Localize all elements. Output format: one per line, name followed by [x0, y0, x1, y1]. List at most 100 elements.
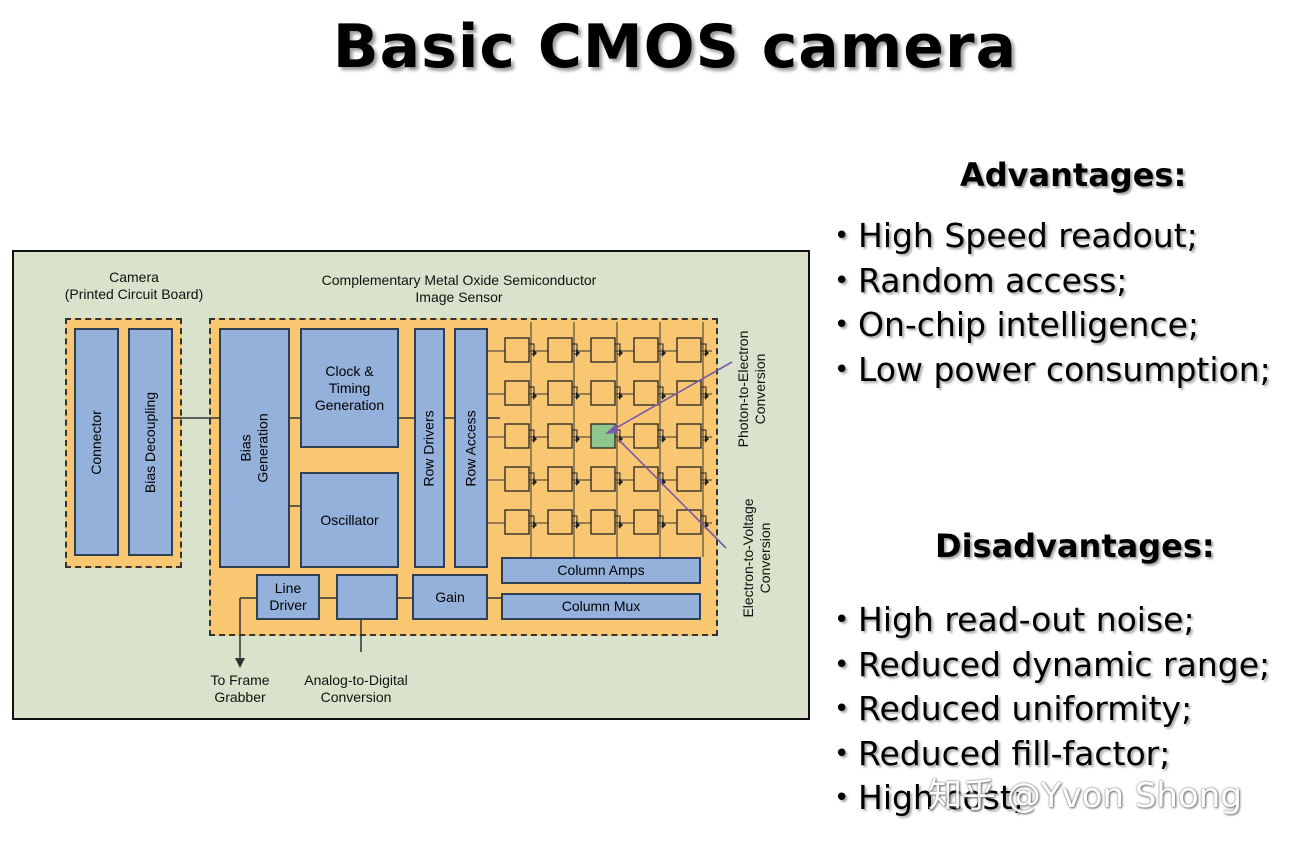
pixel-transistor-icon — [533, 392, 537, 400]
disadvantages-item: • Reduced dynamic range; — [834, 643, 1270, 688]
bullet-icon: • — [834, 310, 850, 340]
pixel — [633, 423, 659, 449]
pixel-amp-icon — [529, 472, 535, 484]
pixel-transistor-icon — [662, 435, 666, 443]
photon-arrow-head — [605, 424, 618, 434]
pixel-amp-icon — [615, 472, 621, 484]
sensor-label: Complementary Metal Oxide Semiconductor … — [321, 272, 597, 305]
pixel-transistor-icon — [533, 521, 537, 529]
pixel-transistor-icon — [533, 435, 537, 443]
disadvantages-item-text: Reduced dynamic range; — [858, 644, 1271, 684]
pixel-amp-icon — [572, 386, 578, 398]
adc-label: Analog-to-Digital Conversion — [304, 672, 408, 705]
advantages-item: •On-chip intelligence; — [834, 303, 1271, 348]
photon-to-electron-label: Photon-to-Electron Conversion — [735, 330, 768, 448]
pixel — [590, 466, 616, 492]
pixel — [504, 509, 530, 535]
pixel-transistor-icon — [576, 392, 580, 400]
pixel — [547, 466, 573, 492]
pixel-transistor-icon — [576, 349, 580, 357]
pixel — [504, 380, 530, 406]
electron-to-voltage-label: Electron-to-Voltage Conversion — [740, 498, 773, 618]
bias-generation-block: Bias Generation — [219, 328, 290, 568]
pixel-amp-icon — [701, 429, 707, 441]
pixel — [633, 380, 659, 406]
pixel-transistor-icon — [705, 349, 709, 357]
pixel — [547, 337, 573, 363]
pixel — [504, 337, 530, 363]
cmos-camera-diagram: Camera (Printed Circuit Board) Complemen… — [12, 250, 810, 720]
pixel — [547, 380, 573, 406]
page-title: Basic CMOS camera — [332, 12, 1018, 82]
bullet-icon: • — [834, 605, 850, 635]
pixel-transistor-icon — [619, 392, 623, 400]
bullet-icon: • — [834, 649, 850, 680]
pixel — [633, 466, 659, 492]
pixel-amp-icon — [615, 343, 621, 355]
adc-block — [336, 574, 398, 620]
pixel-transistor-icon — [576, 521, 580, 529]
pixel — [590, 337, 616, 363]
pixel-amp-icon — [658, 343, 664, 355]
pixel-transistor-icon — [705, 392, 709, 400]
pixel-amp-icon — [615, 515, 621, 527]
pixel-amp-icon — [658, 515, 664, 527]
advantages-list: • High Speed readout; •Random access;•On-c… — [834, 214, 1271, 392]
oscillator-block: Oscillator — [300, 472, 399, 568]
highlighted-pixel — [590, 423, 616, 449]
pixel-transistor-icon — [533, 478, 537, 486]
bullet-icon: • — [834, 783, 850, 813]
disadvantages-item: • Reduced uniformity; — [834, 687, 1270, 732]
pixel-amp-icon — [615, 386, 621, 398]
pixel — [676, 509, 702, 535]
pixel-transistor-icon — [662, 521, 666, 529]
photon-arrow-line — [608, 361, 733, 433]
camera-label: Camera (Printed Circuit Board) — [64, 269, 204, 302]
pixel — [633, 509, 659, 535]
pixel-amp-icon — [658, 386, 664, 398]
pixel — [504, 423, 530, 449]
disadvantages-item-text: Reduced uniformity; — [858, 689, 1193, 728]
disadvantages-item: • High cost; — [834, 776, 1270, 821]
connector-block: Connector — [74, 328, 119, 556]
pixel — [676, 466, 702, 492]
advantages-item-text: High Speed readout; — [858, 216, 1198, 255]
pixel — [504, 466, 530, 492]
disadvantages-item-text: High cost; — [858, 778, 1024, 817]
disadvantages-item: •Reduced fill-factor; — [834, 732, 1270, 777]
line-driver-block: Line Driver — [256, 574, 320, 620]
pixel — [676, 423, 702, 449]
watermark: 知乎 @Yvon Shong — [928, 776, 1242, 816]
bullet-icon: • — [834, 265, 850, 296]
advantages-item: •Low power consumption; — [834, 348, 1271, 393]
pixel-transistor-icon — [619, 521, 623, 529]
disadvantages-heading: Disadvantages: — [935, 527, 1215, 565]
pixel — [676, 380, 702, 406]
pixel-amp-icon — [572, 429, 578, 441]
pixel-amp-icon — [572, 515, 578, 527]
pixel-transistor-icon — [576, 435, 580, 443]
bias-decoupling-block: Bias Decoupling — [128, 328, 173, 556]
disadvantages-item-text: High read-out noise; — [858, 600, 1195, 639]
pixel-amp-icon — [572, 472, 578, 484]
advantages-item-text: Low power consumption; — [858, 349, 1271, 389]
disadvantages-item: • High read-out noise; — [834, 598, 1270, 643]
gain-block: Gain — [412, 574, 488, 620]
pixel-amp-icon — [529, 386, 535, 398]
pixel-amp-icon — [572, 343, 578, 355]
pixel-transistor-icon — [662, 349, 666, 357]
advantages-heading: Advantages: — [960, 156, 1187, 194]
pixel — [547, 423, 573, 449]
bullet-icon: • — [834, 738, 850, 769]
bullet-icon: • — [834, 694, 850, 724]
column-mux-block: Column Mux — [501, 593, 701, 620]
pixel-amp-icon — [701, 472, 707, 484]
pixel-transistor-icon — [705, 478, 709, 486]
pixel — [590, 509, 616, 535]
pixel-amp-icon — [529, 343, 535, 355]
column-amps-block: Column Amps — [501, 557, 701, 584]
advantages-item: •Random access; — [834, 259, 1271, 304]
pixel-amp-icon — [658, 429, 664, 441]
pixel-transistor-icon — [576, 478, 580, 486]
pixel-transistor-icon — [705, 435, 709, 443]
